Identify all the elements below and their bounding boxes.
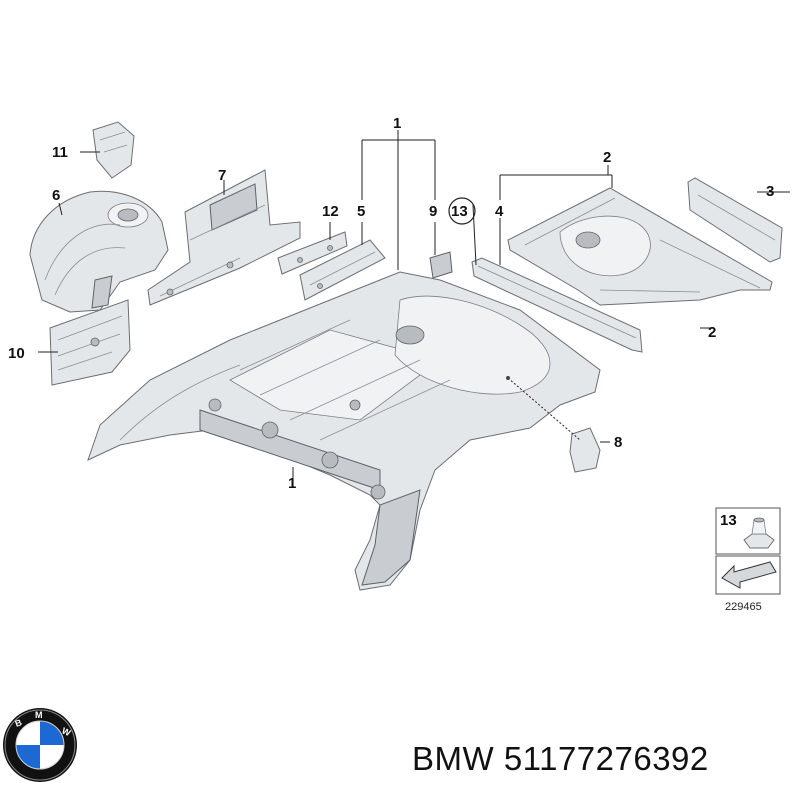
legend-box: 13 229465 [715,507,781,613]
part-1-rear-floor[interactable] [87,271,601,591]
part-7-side-member[interactable] [147,169,301,306]
part-2-trunk-floor[interactable] [507,187,773,306]
callout-12: 12 [322,203,339,220]
callout-13-circle [448,197,476,225]
part-11-bracket[interactable] [92,121,135,179]
legend-item-number: 13 [720,512,737,529]
callout-9: 9 [429,203,437,220]
callout-1-bottom: 1 [288,475,296,492]
callout-11: 11 [52,144,68,161]
part-4-rail[interactable] [471,257,643,353]
bmw-logo: B M W [3,708,77,782]
svg-text:M: M [35,710,43,720]
footer-part-label: BMW 51177276392 [412,740,709,778]
callout-7: 7 [218,167,226,184]
part-6-wheel-arch[interactable] [29,190,169,313]
callout-2-top: 2 [603,149,611,166]
footer-brand: BMW [412,740,495,777]
footer-part-number: 51177276392 [503,740,709,777]
leader-lines [38,130,790,478]
part-5-cross-member[interactable] [299,239,386,301]
callout-2-bottom: 2 [708,324,716,341]
callout-4: 4 [495,203,504,220]
callout-13: 13 [451,203,468,220]
reference-number: 229465 [725,601,762,613]
part-9-bracket[interactable] [429,251,453,279]
part-10-inner-panel[interactable] [49,299,131,386]
callout-5: 5 [357,203,365,220]
part-12-reinforcement[interactable] [277,231,348,275]
svg-text:B: B [14,717,24,729]
callout-1-top: 1 [393,115,401,132]
callout-labels: 1 2 3 4 5 6 7 8 9 10 11 12 13 2 1 [8,115,774,492]
callout-10: 10 [8,345,25,362]
callout-3: 3 [766,183,774,200]
callout-6: 6 [52,187,60,204]
nut-icon [743,517,775,549]
part-3-rear-panel[interactable] [687,177,783,263]
part-8-bracket[interactable] [569,427,601,473]
arrow-icon [721,561,777,589]
callout-8: 8 [614,434,622,451]
